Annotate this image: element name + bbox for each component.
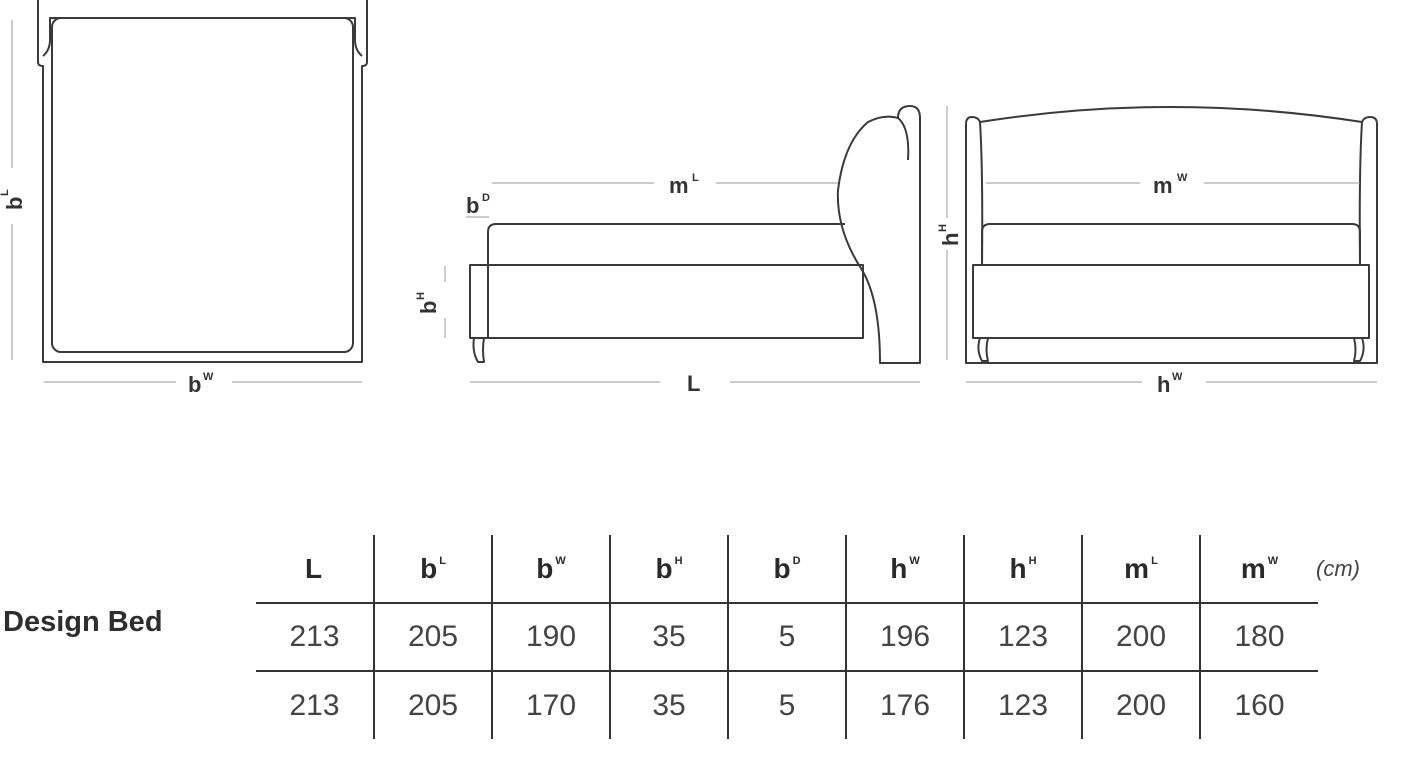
table-cell: 123 (963, 671, 1082, 739)
top-length-sup: L (0, 189, 11, 196)
table-cell: 5 (727, 671, 846, 739)
column-header: L (256, 535, 374, 604)
column-header-main: m (1124, 552, 1150, 584)
table-cell: 196 (845, 603, 964, 672)
column-header-sup: W (909, 554, 920, 567)
column-header-main: b (773, 552, 791, 584)
table-cell: 205 (373, 671, 492, 739)
side-height-label: b (416, 301, 441, 314)
front-height-label: h (938, 233, 963, 246)
column-header-main: b (420, 552, 438, 584)
table-cell: 213 (256, 603, 374, 672)
side-view-drawing: m L b D b H L (415, 105, 921, 396)
table-cell: 170 (491, 671, 610, 739)
column-header-sup: W (1267, 554, 1279, 567)
side-length-label: L (687, 371, 700, 396)
table-cell: 180 (1199, 603, 1318, 672)
table-cell: 35 (609, 671, 728, 739)
side-height-sup: H (415, 292, 427, 300)
column-header-main: h (1009, 552, 1027, 584)
table-cell: 176 (845, 671, 964, 739)
top-width-label: b (188, 372, 201, 397)
front-width-sup: W (1172, 371, 1183, 383)
top-width-sup: W (203, 371, 214, 383)
column-header-sup: L (1151, 554, 1158, 567)
column-header-main: L (304, 552, 323, 584)
table-cell: 205 (373, 603, 492, 672)
side-depth-sup: D (482, 192, 490, 204)
front-height-sup: H (937, 224, 949, 232)
table-cell: 160 (1199, 671, 1318, 739)
column-header-main: m (1240, 552, 1266, 584)
column-header-sup: L (439, 554, 446, 567)
front-mattress-label: m (1153, 173, 1173, 198)
side-mattress-label: m (669, 173, 689, 198)
column-header-sup: H (674, 554, 683, 567)
table-cell: 190 (491, 603, 610, 672)
column-header-main: b (536, 552, 554, 584)
column-header-sup: H (1028, 554, 1037, 567)
front-mattress-sup: W (1177, 172, 1188, 184)
table-row: 213 205 190 35 5 196 123 200 180 (256, 603, 1318, 672)
table-cell: 123 (963, 603, 1082, 672)
front-view-drawing: m W h H h W (937, 106, 1378, 397)
product-name: Design Bed (3, 606, 163, 638)
front-width-label: h (1157, 372, 1170, 397)
side-depth-label: b (466, 193, 479, 218)
top-length-label: b (2, 197, 27, 210)
unit-label: (cm) (1316, 556, 1360, 581)
side-mattress-sup: L (692, 172, 699, 184)
table-row: 213 205 170 35 5 176 123 200 160 (256, 671, 1318, 739)
table-cell: 200 (1081, 671, 1200, 739)
column-header-main: b (655, 552, 673, 584)
top-view-drawing: b L b W (0, 0, 368, 397)
bed-dimension-drawings: b L b W m L b D b H (0, 0, 1378, 397)
table-cell: 213 (289, 688, 340, 722)
column-header-sup: W (555, 554, 566, 567)
table-cell: 5 (727, 603, 846, 672)
table-cell: 35 (609, 603, 728, 672)
column-header-sup: D (792, 554, 801, 567)
column-header-main: h (890, 552, 908, 584)
table-cell: 200 (1081, 603, 1200, 672)
